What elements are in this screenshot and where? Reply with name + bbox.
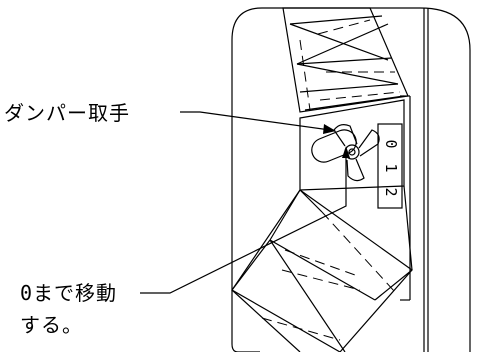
- damper-body: [299, 99, 413, 271]
- damper-handle-label: ダンパー取手: [4, 101, 130, 125]
- lower-duct-hidden-lines: [261, 211, 396, 341]
- upper-duct: [282, 7, 409, 113]
- damper-handle-arrowhead: [323, 124, 336, 134]
- scale-mark-1: 1: [382, 163, 400, 172]
- leader-lines: [140, 111, 347, 294]
- scale-mark-2: 2: [382, 187, 400, 196]
- zero-position-arrowhead: [342, 146, 350, 158]
- leader-arrowheads: [323, 124, 350, 158]
- move-to-zero-label-line2: する。: [20, 313, 83, 337]
- housing-outline: [231, 7, 471, 352]
- upper-duct-hidden-lines: [299, 19, 401, 111]
- damper-handle: [311, 124, 380, 182]
- scale-plate: 0 1 2: [377, 123, 403, 209]
- zero-position-leader: [140, 152, 347, 294]
- lower-duct: [231, 189, 413, 352]
- damper-handle-leader: [180, 111, 331, 131]
- frame-rails: [400, 8, 429, 352]
- move-to-zero-label-line1: 0まで移動: [20, 281, 117, 305]
- scale-mark-0: 0: [382, 139, 400, 148]
